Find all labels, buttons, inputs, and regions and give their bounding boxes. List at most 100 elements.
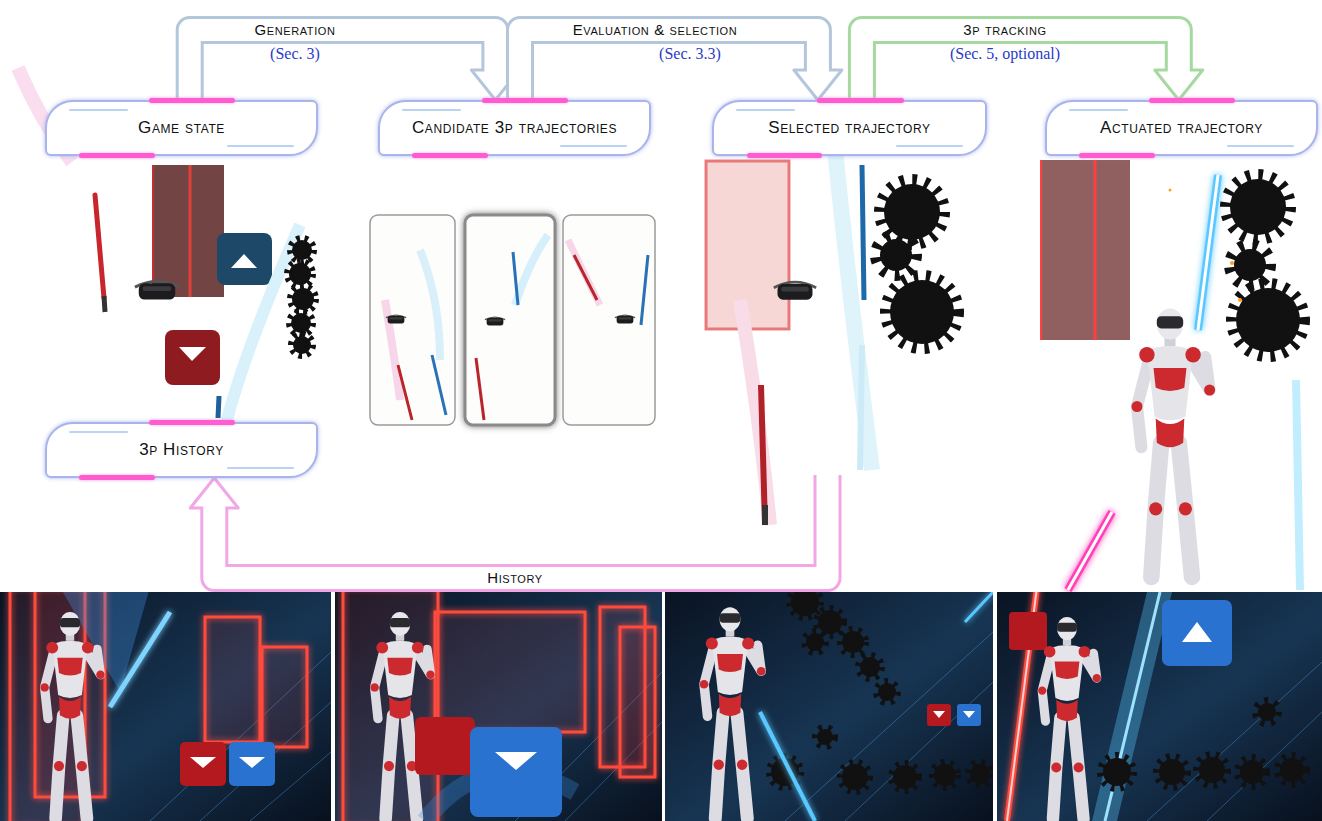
arrow-head (190, 478, 238, 508)
game-screenshot-part-part (262, 647, 307, 747)
section-reference: (Sec. 3) (267, 45, 323, 63)
selected-trajectory-illustration-part (762, 505, 768, 525)
flow-arrow (190, 475, 827, 578)
game-state-illustration-part-part (293, 336, 311, 354)
game-screenshot (997, 587, 1322, 821)
game-screenshot-part (1182, 622, 1212, 642)
actuated-trajectory-illustration-part (1230, 261, 1234, 265)
game-screenshot-part (495, 752, 537, 770)
game-state-illustration-part (152, 165, 224, 297)
game-screenshot-part (933, 711, 945, 718)
game-screenshot-part (10, 587, 307, 821)
game-screenshot-part (229, 742, 275, 786)
stage-label: Actuated trajectory (1100, 118, 1263, 138)
stage-node: Actuated trajectory (1045, 100, 1318, 156)
candidate-trajectories-illustration-part (465, 215, 555, 425)
pink-accent (1079, 153, 1154, 158)
game-state-illustration-part-part (292, 240, 312, 260)
candidate-trajectories-illustration-part (641, 255, 648, 325)
candidate-trajectories-illustration-part (420, 250, 440, 360)
selected-trajectory-illustration-part-part (884, 184, 940, 240)
stage-node: Candidate 3p trajectories (378, 100, 651, 156)
game-screenshot-part (965, 592, 993, 622)
blue-accent (736, 109, 796, 111)
actuated-trajectory-illustration-part (1132, 309, 1216, 577)
game-screenshot-part (1009, 612, 1047, 650)
game-state-illustration-part-part (291, 313, 311, 333)
section-reference: (Sec. 5, optional) (947, 45, 1063, 63)
section-reference: (Sec. 3.3) (656, 45, 724, 63)
game-screenshot-part-part (845, 682, 993, 821)
flow-arrow (190, 30, 520, 100)
game-state-illustration-part (152, 165, 154, 297)
actuated-trajectory-illustration-part (1296, 380, 1300, 590)
pink-accent (817, 98, 904, 103)
blue-accent (227, 467, 294, 469)
selected-trajectory-illustration-part (740, 300, 770, 525)
actuated-trajectory-illustration-part (1068, 512, 1112, 590)
flow-band (862, 30, 1179, 100)
pink-accent (79, 475, 154, 480)
actuated-trajectory-illustration-part (1094, 160, 1097, 340)
blue-accent (227, 145, 294, 147)
game-state-illustration-part (179, 347, 206, 361)
game-screenshot-part (180, 742, 226, 786)
stage-node: Game state (45, 100, 318, 156)
step-label: History (481, 569, 549, 587)
flow-band-inner (190, 30, 496, 100)
game-state-illustration-part (135, 281, 179, 299)
candidate-trajectories-illustration-part (398, 365, 412, 420)
flow-arrow (520, 30, 842, 100)
flow-band-inner (862, 30, 1179, 100)
game-screenshot-part (190, 757, 216, 768)
game-state-illustration-part (95, 195, 104, 298)
pink-accent (482, 98, 568, 103)
selected-trajectory-illustration-part (880, 184, 954, 344)
game-screenshot-part-part (1103, 758, 1131, 786)
stage-node: 3p History (45, 422, 318, 478)
game-screenshot-part-part (791, 588, 819, 616)
actuated-trajectory-illustration-part (1198, 175, 1218, 330)
flow-band (520, 30, 818, 100)
game-state-illustration-part (218, 396, 219, 418)
blue-accent (560, 145, 627, 147)
game-screenshot-part (665, 592, 993, 821)
game-screenshot-part (927, 704, 951, 726)
game-state-illustration-part (289, 240, 314, 354)
candidate-trajectories-illustration-part (476, 358, 484, 420)
game-screenshot-part-part (818, 610, 842, 634)
selected-trajectory-illustration-part (862, 165, 864, 300)
pink-accent (1149, 98, 1235, 103)
game-state-illustration-part-part (292, 288, 314, 310)
game-screenshot-part (40, 612, 104, 818)
candidate-trajectories-illustration-part (574, 255, 597, 300)
game-screenshot-part-part (842, 764, 868, 790)
actuated-trajectory-illustration-part (1230, 179, 1300, 352)
game-state-illustration-part (222, 225, 300, 440)
game-state-illustration-part (104, 296, 105, 312)
pink-accent (149, 98, 235, 103)
game-screenshot-part-part (878, 683, 896, 701)
game-screenshot-part (415, 717, 475, 775)
selected-trajectory-illustration-part (761, 385, 765, 525)
candidate-trajectories-illustration-part (513, 252, 518, 305)
stage-label: 3p History (139, 440, 224, 460)
actuated-trajectory-illustration-part (1198, 175, 1218, 330)
game-screenshot-part (700, 607, 766, 818)
stage-label: Candidate 3p trajectories (412, 118, 617, 138)
flow-band-inner (520, 30, 818, 100)
pink-accent (747, 153, 823, 158)
stage-label-frame: Candidate 3p trajectories (378, 100, 651, 156)
actuated-trajectory-illustration-part-part (1230, 179, 1286, 235)
game-screenshot-part-part (1159, 759, 1185, 785)
game-screenshot-part-part (806, 633, 824, 651)
game-screenshot-part (1147, 662, 1322, 821)
selected-trajectory-illustration-part-part (880, 239, 912, 271)
actuated-trajectory-illustration-part-part (1234, 249, 1266, 281)
selected-trajectory-illustration-part (774, 282, 816, 299)
game-screenshot-part-part (205, 617, 260, 742)
game-state-illustration-part (189, 165, 192, 297)
game-screenshot-part (997, 592, 1322, 821)
game-screenshot-part-part (343, 587, 438, 821)
game-screenshot-part-part (1199, 757, 1225, 783)
